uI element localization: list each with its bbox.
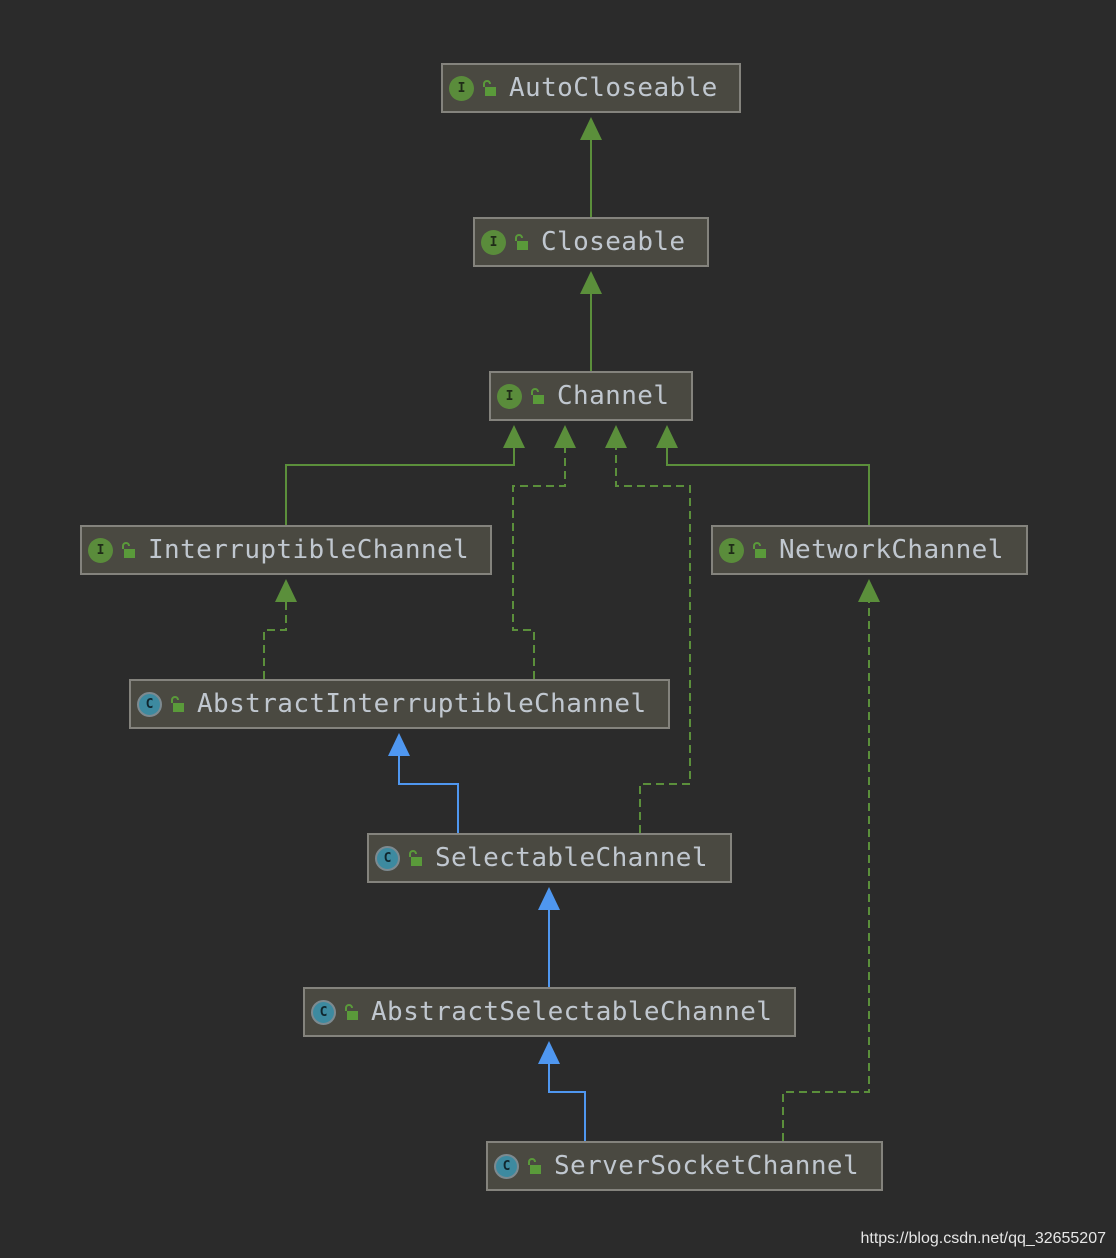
class-name: AutoCloseable <box>509 73 718 103</box>
edge-selectablechannel-to-channel <box>615 448 691 833</box>
class-name: ServerSocketChannel <box>554 1151 860 1181</box>
interface-icon: I <box>719 537 744 563</box>
unlock-icon <box>753 542 766 558</box>
node-interruptiblechannel[interactable]: I InterruptibleChannel <box>80 525 492 575</box>
arrowhead-selectablechannel-to-abstractinterruptiblechannel <box>388 733 410 756</box>
class-name: InterruptibleChannel <box>148 535 470 565</box>
class-name: NetworkChannel <box>779 535 1004 565</box>
arrowhead-abstractinterruptiblechannel-to-channel <box>554 425 576 448</box>
class-name: Channel <box>557 381 670 411</box>
interface-icon: I <box>449 75 474 101</box>
class-icon: C <box>137 691 162 717</box>
arrowhead-abstractselectablechannel-to-selectablechannel <box>538 887 560 910</box>
node-autocloseable[interactable]: I AutoCloseable <box>441 63 741 113</box>
unlock-icon <box>345 1004 358 1020</box>
interface-icon: I <box>497 383 522 409</box>
class-name: SelectableChannel <box>435 843 708 873</box>
node-selectablechannel[interactable]: C SelectableChannel <box>367 833 732 883</box>
node-networkchannel[interactable]: I NetworkChannel <box>711 525 1028 575</box>
arrowhead-channel-to-closeable <box>580 271 602 294</box>
arrowhead-serversocketchannel-to-abstractselectablechannel <box>538 1041 560 1064</box>
edge-serversocketchannel-to-abstractselectablechannel <box>548 1064 586 1141</box>
unlock-icon <box>528 1158 541 1174</box>
watermark-text: https://blog.csdn.net/qq_32655207 <box>860 1230 1106 1247</box>
edge-interruptiblechannel-to-channel <box>285 448 515 525</box>
interface-icon: I <box>481 229 506 255</box>
unlock-icon <box>171 696 184 712</box>
unlock-icon <box>122 542 135 558</box>
edge-abstractinterruptiblechannel-to-channel <box>512 448 566 679</box>
node-abstractinterruptiblechannel[interactable]: C AbstractInterruptibleChannel <box>129 679 670 729</box>
unlock-icon <box>531 388 544 404</box>
edge-serversocketchannel-to-networkchannel <box>782 602 870 1141</box>
class-name: AbstractInterruptibleChannel <box>197 689 647 719</box>
arrowhead-serversocketchannel-to-networkchannel <box>858 579 880 602</box>
unlock-icon <box>515 234 528 250</box>
node-abstractselectablechannel[interactable]: C AbstractSelectableChannel <box>303 987 796 1037</box>
unlock-icon <box>409 850 422 866</box>
class-icon: C <box>494 1153 519 1179</box>
node-serversocketchannel[interactable]: C ServerSocketChannel <box>486 1141 883 1191</box>
interface-icon: I <box>88 537 113 563</box>
arrowhead-selectablechannel-to-channel <box>605 425 627 448</box>
arrowhead-networkchannel-to-channel <box>656 425 678 448</box>
unlock-icon <box>483 80 496 96</box>
class-name: AbstractSelectableChannel <box>371 997 773 1027</box>
node-closeable[interactable]: I Closeable <box>473 217 709 267</box>
class-name: Closeable <box>541 227 686 257</box>
class-icon: C <box>375 845 400 871</box>
arrowhead-interruptiblechannel-to-channel <box>503 425 525 448</box>
node-channel[interactable]: I Channel <box>489 371 693 421</box>
edge-abstractinterruptiblechannel-to-interruptiblechannel <box>263 602 287 679</box>
class-icon: C <box>311 999 336 1025</box>
edge-networkchannel-to-channel <box>666 448 870 525</box>
arrowhead-closeable-to-autocloseable <box>580 117 602 140</box>
arrowhead-abstractinterruptiblechannel-to-interruptiblechannel <box>275 579 297 602</box>
edge-selectablechannel-to-abstractinterruptiblechannel <box>398 756 459 833</box>
